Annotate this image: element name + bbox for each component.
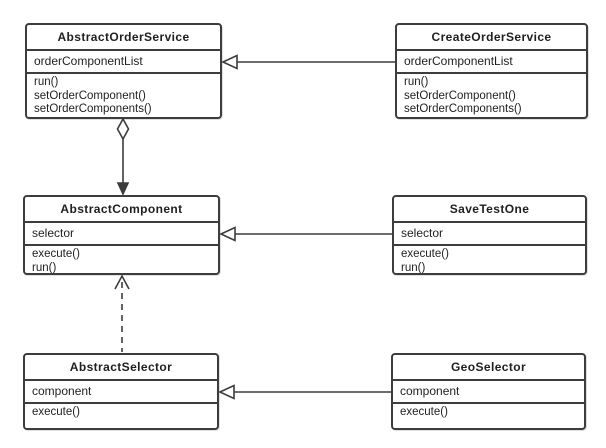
class-title: GeoSelector	[393, 355, 584, 381]
class-title: CreateOrderService	[397, 25, 586, 51]
class-attribute: component	[393, 381, 584, 404]
filled-arrowhead	[116, 182, 130, 196]
class-method: run()	[34, 76, 59, 88]
class-title: AbstractOrderService	[27, 25, 220, 51]
class-method: execute()	[32, 406, 80, 418]
class-box-save-test-one: SaveTestOne selector execute() run()	[392, 195, 587, 275]
class-attribute: orderComponentList	[27, 51, 220, 74]
class-title: AbstractComponent	[25, 197, 218, 223]
hollow-triangle-arrowhead	[219, 226, 236, 242]
class-attribute: selector	[25, 223, 218, 246]
class-methods: run() setOrderComponent() setOrderCompon…	[397, 74, 586, 117]
class-methods: execute()	[25, 404, 217, 422]
class-method: run()	[404, 76, 429, 88]
class-method: execute()	[32, 248, 80, 260]
class-box-abstract-order-service: AbstractOrderService orderComponentList …	[25, 23, 222, 119]
class-method: setOrderComponents()	[34, 103, 152, 115]
class-methods: execute()	[393, 404, 584, 422]
class-attribute: orderComponentList	[397, 51, 586, 74]
generalization-savetestone-to-abstractcomponent	[219, 226, 392, 242]
class-attribute: selector	[394, 223, 585, 246]
class-method: run()	[32, 261, 57, 274]
class-title: AbstractSelector	[25, 355, 217, 381]
dependency-abstractselector-to-abstractcomponent	[114, 274, 130, 352]
class-box-abstract-selector: AbstractSelector component execute()	[23, 353, 219, 430]
class-method: run()	[401, 261, 426, 274]
class-method: execute()	[400, 406, 448, 418]
hollow-triangle-arrowhead	[221, 54, 238, 70]
class-method: setOrderComponent()	[404, 89, 516, 102]
class-attribute: component	[25, 381, 217, 404]
class-box-abstract-component: AbstractComponent selector execute() run…	[23, 195, 220, 275]
class-method: setOrderComponents()	[404, 103, 522, 115]
class-method: execute()	[401, 248, 449, 260]
class-methods: run() setOrderComponent() setOrderCompon…	[27, 74, 220, 117]
open-arrowhead	[114, 274, 130, 290]
hollow-triangle-arrowhead	[218, 384, 235, 400]
hollow-diamond	[116, 117, 130, 141]
generalization-createorderservice-to-abstractorderservice	[221, 54, 395, 70]
generalization-geoselector-to-abstractselector	[218, 384, 391, 400]
class-title: SaveTestOne	[394, 197, 585, 223]
class-box-create-order-service: CreateOrderService orderComponentList ru…	[395, 23, 588, 119]
class-box-geo-selector: GeoSelector component execute()	[391, 353, 586, 430]
class-methods: execute() run()	[394, 246, 585, 274]
aggregation-abstractorderservice-to-abstractcomponent	[116, 117, 130, 196]
class-method: setOrderComponent()	[34, 89, 146, 102]
class-methods: execute() run()	[25, 246, 218, 274]
